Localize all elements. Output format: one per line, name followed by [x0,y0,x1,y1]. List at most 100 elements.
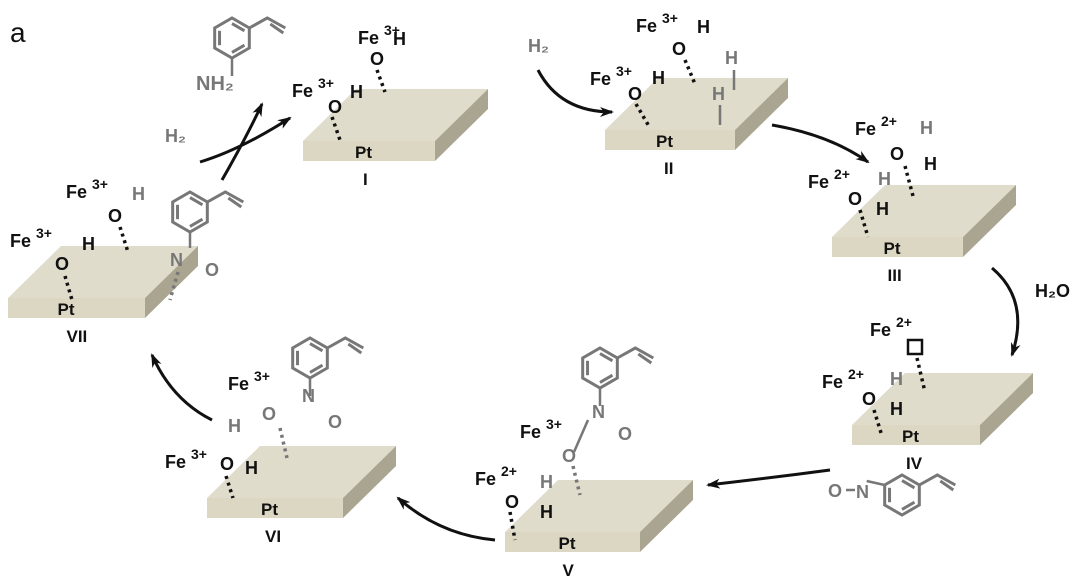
iron-charge: 3+ [191,446,207,462]
atom-label: O [328,97,342,117]
state-label: I [363,170,368,189]
atom-label: O [618,424,632,444]
iron-label: Fe [358,28,379,48]
state-label: II [664,159,673,178]
atom-label: O [862,389,876,409]
surface-interaction-dotted-bond [168,271,180,301]
bond-line [866,479,885,487]
panel-label: a [10,17,26,48]
atom-label: O [370,49,384,69]
iron-label: Fe [822,372,843,392]
arrow-VI-to-VII [150,353,213,422]
surface-interaction-dotted-bond [118,226,130,253]
arrow-nitrostyrene-adsorption [706,468,831,489]
slab-top-face [303,89,488,141]
atom-label: H [652,68,665,88]
benzene-ring-icon [581,346,655,390]
atom-label: O [890,144,904,164]
atom-label: O [848,189,862,209]
pt-label: Pt [58,300,75,319]
iron-charge: 3+ [616,63,632,79]
iron-charge: 2+ [834,166,850,182]
state-label: VI [265,527,281,546]
iron-charge: 3+ [662,10,678,26]
atom-label: N [856,482,869,502]
atom-label: H [725,48,738,68]
benzene-ring-icon [291,336,365,380]
slab-top-face [852,373,1033,425]
slab-front-face [832,237,963,257]
pt-label: Pt [355,143,372,162]
atom-label: O [205,260,219,280]
amine-label: NH₂ [196,73,234,95]
arrow-h2-adsorption [536,69,614,117]
atom-label: O [828,481,842,501]
slab-top-face [8,246,198,298]
pt-label: Pt [902,427,919,446]
iron-label: Fe [636,16,657,36]
pt-label: Pt [884,239,901,258]
iron-label: Fe [520,422,541,442]
iron-label: Fe [165,452,186,472]
arrow-water-release [991,266,1021,357]
pt-label: Pt [559,534,576,553]
slab-front-face [207,498,343,518]
atom-label: H [540,502,553,522]
slab-top-face [832,185,1016,237]
arrow-V-to-VI [396,496,496,542]
atom-label: O [328,412,342,432]
atom-label: O [628,84,642,104]
atom-label: H [712,84,725,104]
slab-side-face [640,480,693,552]
atom-label: H [82,234,95,254]
slab-side-face [435,89,488,161]
benzene-ring-icon [171,190,245,234]
atom-label: N [592,402,605,422]
atom-label: O [108,206,122,226]
atom-label: O [220,454,234,474]
arrow-II-to-III [771,123,870,164]
surface-interaction-dotted-bond [375,69,387,93]
surface-interaction-dotted-bond [278,427,289,459]
atom-label: O [55,254,69,274]
pt-label: Pt [656,132,673,151]
state-label: VII [67,327,88,346]
atom-label: O [262,404,276,424]
iron-label: Fe [590,69,611,89]
atom-label: H [245,458,258,478]
surface-interaction-dotted-bond [903,165,915,197]
pt-slab-state-5: PtV [505,480,693,578]
atom-label: H [350,82,363,102]
atom-label: O [672,39,686,59]
surface-interaction-dotted-bond [571,465,582,496]
benzene-ring-icon [213,16,287,60]
iron-label: Fe [228,374,249,394]
atom-label: H [890,369,903,389]
slab-top-face [207,446,396,498]
atom-label: H [540,472,553,492]
iron-label: Fe [475,469,496,489]
iron-label: Fe [10,231,31,251]
atom-label: N [302,386,315,406]
slab-side-face [145,246,198,318]
oxygen-vacancy-icon [906,338,924,356]
atom-label: N [170,250,183,270]
slab-side-face [735,78,788,150]
slab-front-face [852,425,980,445]
atom-label: H [132,184,145,204]
iron-charge: 3+ [36,225,52,241]
iron-charge: 2+ [848,366,864,382]
iron-label: Fe [292,81,313,101]
iron-charge: 2+ [501,463,517,479]
iron-charge: 3+ [254,368,270,384]
iron-label: Fe [870,320,891,340]
iron-charge: 3+ [546,416,562,432]
atom-label: H [876,199,889,219]
slab-side-face [343,446,396,518]
state-label: III [888,266,902,285]
